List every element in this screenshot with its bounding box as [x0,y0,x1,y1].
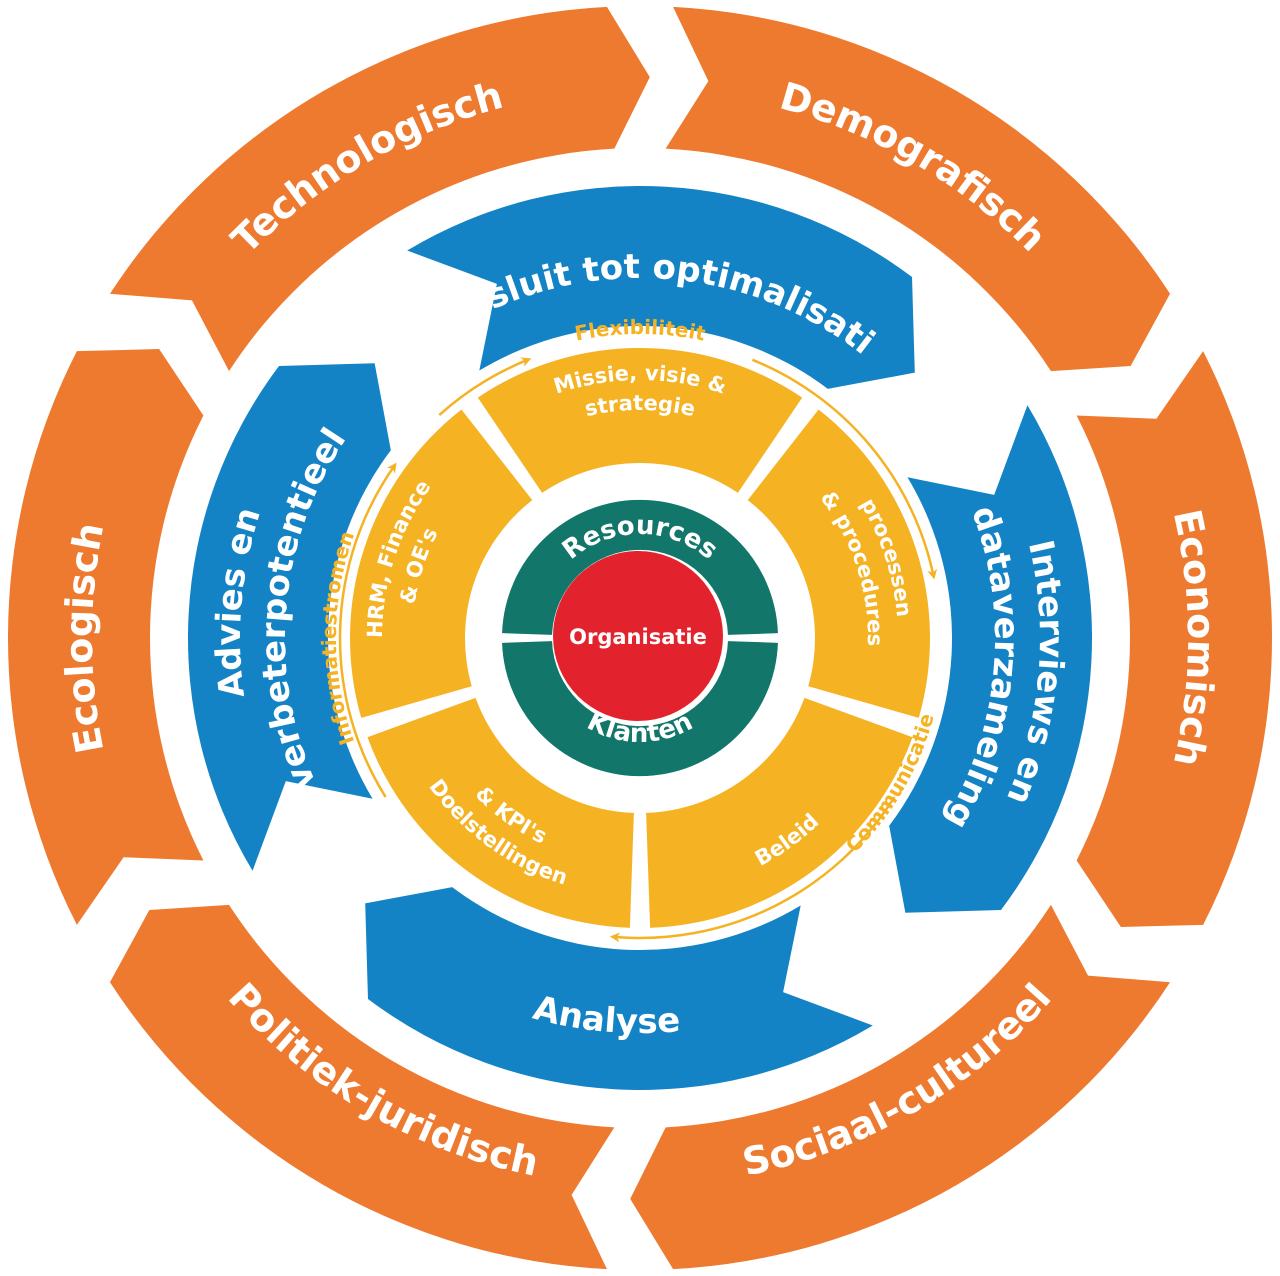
core-segment-klanten [502,641,778,777]
flow-arrow-flexibiliteit [751,358,938,580]
flow-label-flexibiliteit: Flexibiliteit [573,315,708,346]
core-label-organisatie: Organisatie [569,625,707,649]
core-center-circle [553,551,723,721]
core-ring: Resources Klanten [502,499,778,777]
organization-ring: Missie, visie & strategie processen & pr… [349,347,931,928]
outer-segment-ecologisch [7,349,204,925]
core-segment-resources [502,499,778,635]
cycle-arrow-interviews [889,405,1092,913]
cycle-arrow-besluit [407,186,915,389]
svg-text:Flexibiliteit: Flexibiliteit [573,315,708,346]
core-center: Organisatie [553,551,723,721]
flow-arrow-informatiestromen [338,462,397,798]
flow-arrow-top-left [438,357,532,416]
org-segment-missie [477,347,803,493]
org-segment-beleid [646,697,913,928]
cycle-arrow-analyse [365,887,873,1090]
outer-segment-politiek-juridisch [109,904,615,1270]
outer-segment-technologisch [109,6,650,372]
flow-arrow-communicatie [609,796,896,943]
outer-segment-economisch [1076,351,1273,927]
org-segment-hrm [349,409,533,718]
org-segment-doelstellingen [367,697,634,928]
org-segment-processen [747,409,931,718]
cycle-arrow-advies [188,363,391,871]
outer-segment-demografisch [665,6,1171,372]
outer-segment-sociaal-cultureel [630,904,1171,1270]
